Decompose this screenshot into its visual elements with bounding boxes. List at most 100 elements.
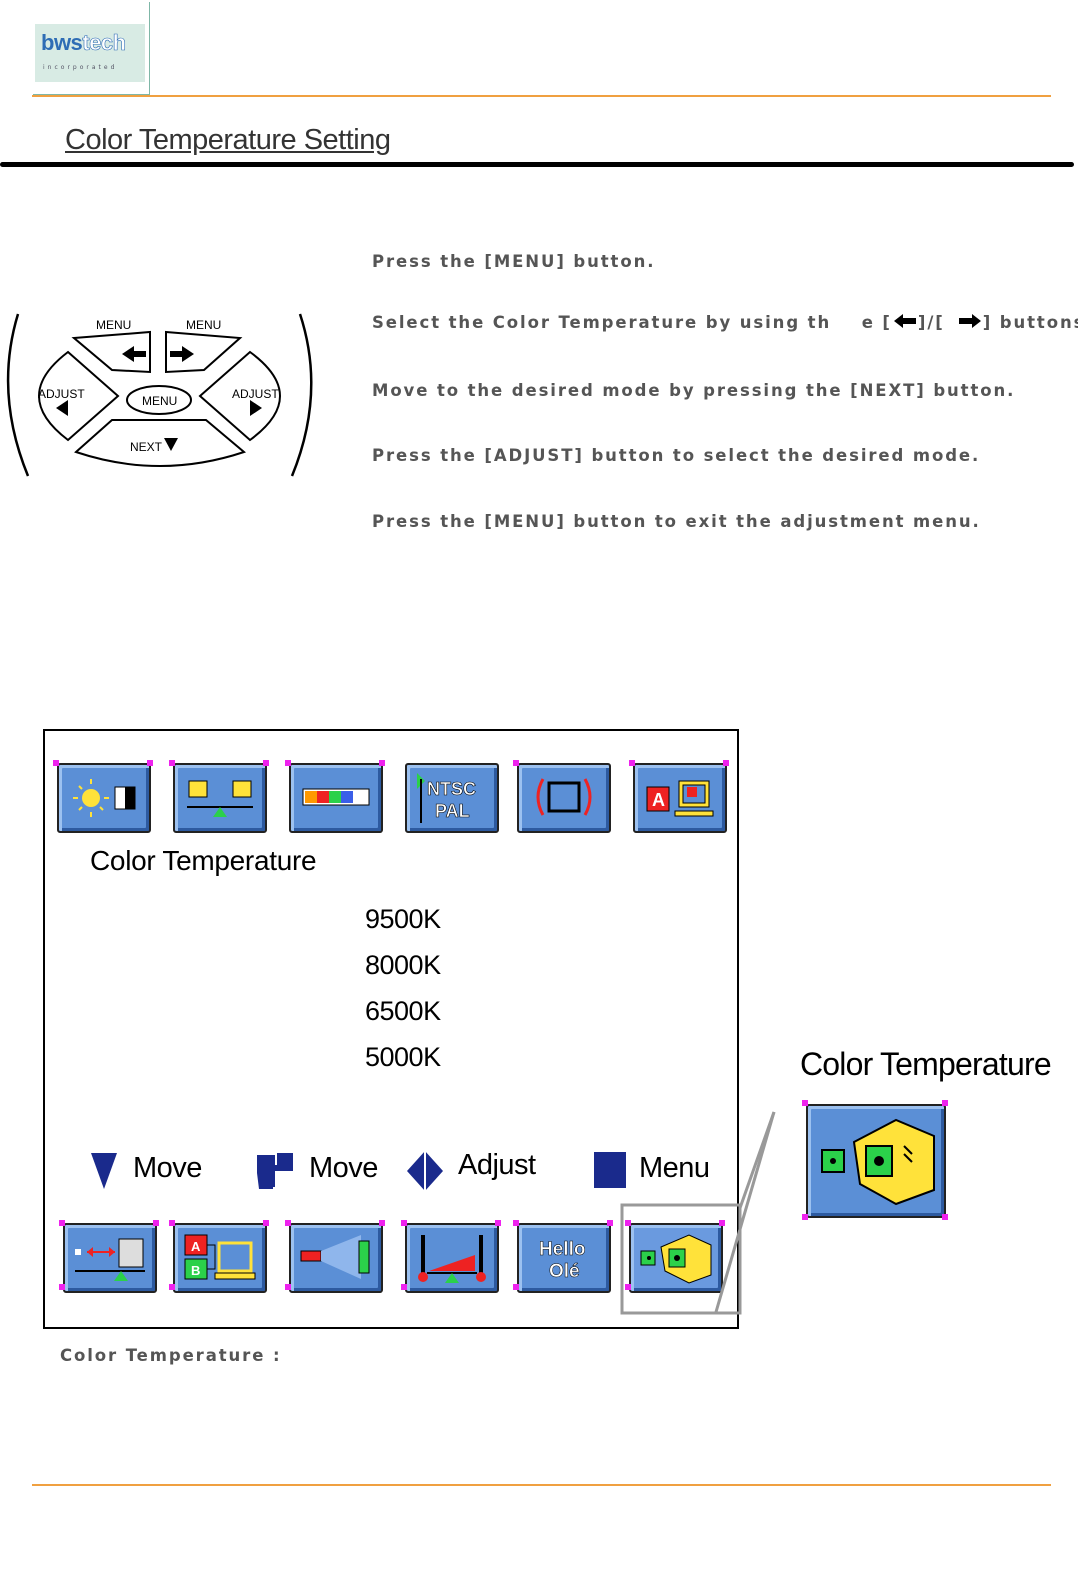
selection-marker bbox=[379, 760, 385, 766]
legend-move-next-label: Move bbox=[309, 1152, 378, 1184]
svg-text:NTSC: NTSC bbox=[427, 779, 476, 799]
logo-wordmark: bwstech bbox=[41, 30, 126, 56]
color-temperature-icon[interactable] bbox=[629, 1223, 723, 1293]
color-bar-icon[interactable] bbox=[289, 763, 383, 833]
selection-marker bbox=[942, 1214, 948, 1220]
page-title: Color Temperature Setting bbox=[65, 124, 391, 156]
selection-marker bbox=[607, 1220, 613, 1226]
selection-marker bbox=[625, 1220, 631, 1226]
selection-marker bbox=[59, 1284, 65, 1290]
adjust-right-button[interactable] bbox=[198, 350, 281, 442]
option-5000k[interactable]: 5000K bbox=[365, 1042, 441, 1072]
selection-marker bbox=[625, 1284, 631, 1290]
footer-divider bbox=[32, 1484, 1051, 1486]
instruction-step-3: Move to the desired mode by pressing the… bbox=[372, 381, 1016, 400]
remote-control-pad: MENU MENU ADJUST ADJUST MENU NEXT bbox=[6, 313, 313, 477]
brightness-contrast-icon[interactable] bbox=[57, 763, 151, 833]
right-triangle-icon bbox=[250, 400, 262, 416]
adjust-left-button[interactable] bbox=[38, 350, 120, 442]
selection-marker bbox=[513, 760, 519, 766]
title-divider bbox=[0, 162, 1074, 167]
selection-marker bbox=[401, 1220, 407, 1226]
remote-label-menu-right: MENU bbox=[186, 318, 221, 332]
menu-left-button[interactable] bbox=[71, 330, 151, 374]
logo-backdrop bbox=[35, 24, 145, 82]
selection-marker bbox=[513, 1220, 519, 1226]
selection-marker bbox=[169, 1284, 175, 1290]
selection-marker bbox=[629, 760, 635, 766]
menu-square-icon bbox=[594, 1152, 626, 1188]
remote-label-next: NEXT bbox=[130, 440, 163, 454]
svg-text:B: B bbox=[191, 1263, 200, 1278]
selection-marker bbox=[802, 1214, 808, 1220]
option-8000k[interactable]: 8000K bbox=[365, 950, 441, 980]
menu-right-button[interactable] bbox=[165, 330, 243, 374]
svg-text:A: A bbox=[652, 790, 665, 810]
selection-marker bbox=[379, 1220, 385, 1226]
left-arrow-icon bbox=[893, 314, 916, 328]
svg-text:PAL: PAL bbox=[435, 801, 470, 821]
svg-text:A: A bbox=[191, 1239, 201, 1254]
legend-adjust-label: Adjust bbox=[458, 1149, 536, 1181]
figure-caption: Color Temperature : bbox=[60, 1346, 282, 1365]
selection-marker bbox=[802, 1100, 808, 1106]
option-9500k[interactable]: 9500K bbox=[365, 904, 441, 934]
tint-icon[interactable] bbox=[405, 1223, 499, 1293]
company-logo: bwstech incorporated bbox=[33, 2, 150, 95]
center-menu-button[interactable] bbox=[126, 385, 192, 415]
selection-marker bbox=[169, 760, 175, 766]
svg-text:Hello: Hello bbox=[539, 1239, 585, 1260]
move-next-icon bbox=[257, 1153, 293, 1189]
adjust-icon bbox=[407, 1151, 443, 1191]
selection-marker bbox=[263, 1220, 269, 1226]
selection-marker bbox=[153, 1220, 159, 1226]
selection-marker bbox=[147, 760, 153, 766]
selection-marker bbox=[495, 1220, 501, 1226]
next-button[interactable] bbox=[74, 419, 247, 467]
remote-label-adjust-right: ADJUST bbox=[232, 387, 279, 401]
osd-language-icon[interactable]: A bbox=[633, 763, 727, 833]
selection-marker bbox=[59, 1220, 65, 1226]
down-triangle-icon bbox=[164, 438, 178, 451]
selection-marker bbox=[263, 760, 269, 766]
instruction-step-5: Press the [MENU] button to exit the adju… bbox=[372, 512, 981, 531]
remote-label-menu-left: MENU bbox=[96, 318, 131, 332]
selection-marker bbox=[285, 760, 291, 766]
selection-marker bbox=[285, 1284, 291, 1290]
svg-text:Olé: Olé bbox=[549, 1261, 580, 1282]
right-arrow-icon bbox=[958, 314, 981, 328]
zoom-callout-lines bbox=[620, 1111, 776, 1315]
right-arrow-icon bbox=[170, 346, 194, 362]
selection-marker bbox=[719, 1220, 725, 1226]
size-icon[interactable] bbox=[517, 763, 611, 833]
instruction-step-4: Press the [ADJUST] button to select the … bbox=[372, 446, 981, 465]
projection-icon[interactable] bbox=[289, 1223, 383, 1293]
selection-marker bbox=[53, 760, 59, 766]
remote-label-adjust-left: ADJUST bbox=[38, 387, 85, 401]
remote-label-center: MENU bbox=[142, 394, 177, 408]
h-position-icon[interactable] bbox=[63, 1223, 157, 1293]
selection-marker bbox=[169, 1220, 175, 1226]
selection-marker bbox=[942, 1100, 948, 1106]
selection-marker bbox=[513, 1284, 519, 1290]
instruction-step-2: Select the Color Temperature by using th… bbox=[372, 313, 1078, 332]
left-triangle-icon bbox=[56, 400, 68, 416]
osd-heading: Color Temperature bbox=[90, 845, 317, 876]
logo-subtext: incorporated bbox=[43, 64, 118, 71]
selection-marker bbox=[285, 1220, 291, 1226]
position-icon[interactable] bbox=[173, 763, 267, 833]
selection-marker bbox=[723, 760, 729, 766]
legend-move-label: Move bbox=[133, 1152, 202, 1184]
header-divider bbox=[32, 95, 1051, 97]
color-temperature-zoom-icon bbox=[806, 1104, 946, 1218]
option-6500k[interactable]: 6500K bbox=[365, 996, 441, 1026]
zoom-title: Color Temperature bbox=[800, 1046, 1052, 1082]
selection-marker bbox=[401, 1284, 407, 1290]
legend-menu-label: Menu bbox=[639, 1152, 710, 1184]
move-down-icon bbox=[91, 1153, 117, 1189]
left-arrow-icon bbox=[122, 346, 146, 362]
